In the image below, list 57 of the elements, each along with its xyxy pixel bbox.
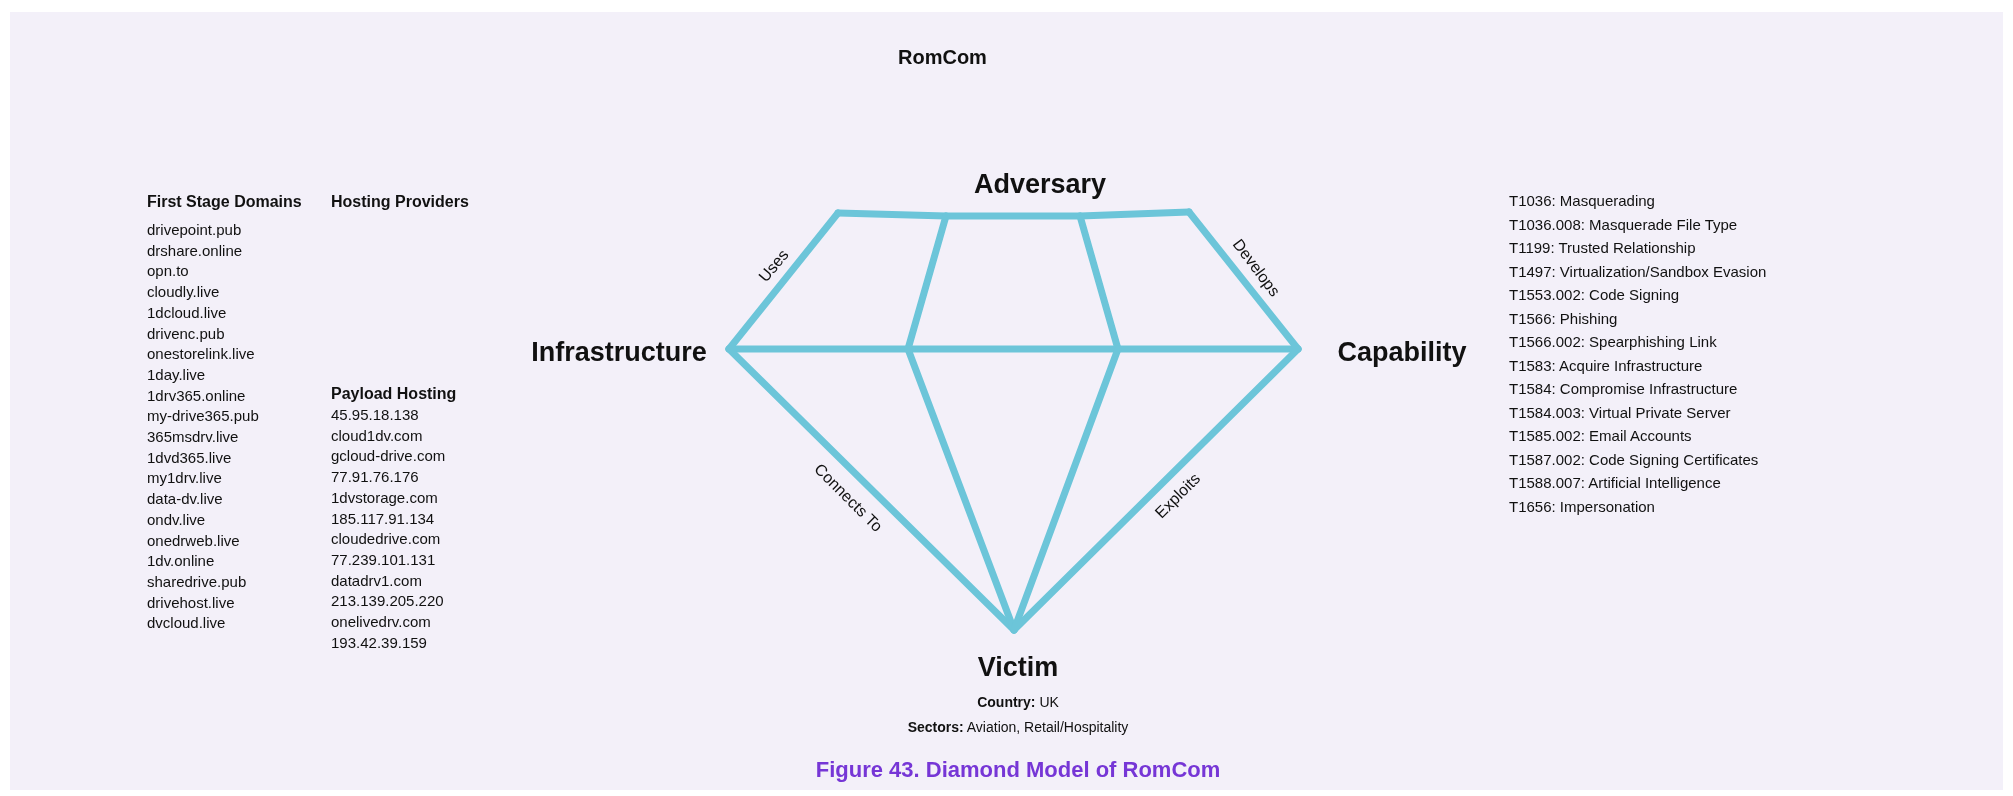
domain-text: cloudly.live <box>147 283 220 301</box>
vertex-title: Capability <box>1337 337 1467 369</box>
domain-text: 1dcloud.live <box>147 303 227 322</box>
host-text: 77.239.101.131 <box>331 550 436 569</box>
domain-text: drshare.online <box>147 241 243 259</box>
host-text: 213.139.205.220 <box>331 592 444 610</box>
technique-text: T1587.002: Code Signing Certificates <box>1509 450 1759 468</box>
host-text: onelivedrv.com <box>331 613 431 631</box>
technique-text: T1036.008: Masquerade File Type <box>1509 215 1738 233</box>
host-text: datadrv1.com <box>331 571 422 589</box>
technique-text: T1584: Compromise Infrastructure <box>1509 380 1738 398</box>
figure-caption: Figure 43. Diamond Model of RomCom <box>815 757 1221 783</box>
technique-text: T1497: Virtualization/Sandbox Evasion <box>1509 262 1767 280</box>
domain-text: drivehost.live <box>147 593 235 611</box>
domain-text: 1dv.online <box>147 552 215 570</box>
domain-text: opn.to <box>147 262 189 280</box>
technique-text: T1566.002: Spearphishing Link <box>1509 333 1717 351</box>
vertex-title: Adversary <box>973 169 1107 201</box>
group-title: RomCom <box>898 46 987 69</box>
host-text: 77.91.76.176 <box>331 468 419 486</box>
domain-text: onedrweb.live <box>147 531 240 549</box>
technique-text: T1199: Trusted Relationship <box>1509 239 1696 257</box>
domain-text: drivepoint.pub <box>147 221 242 239</box>
technique-text: T1553.002: Code Signing <box>1509 286 1680 304</box>
technique-text: T1585.002: Email Accounts <box>1509 427 1692 445</box>
domain-text: 1dvd365.live <box>147 448 232 466</box>
domain-text: 365msdrv.live <box>147 428 239 446</box>
domain-text: sharedrive.pub <box>147 572 247 591</box>
technique-text: T1583: Acquire Infrastructure <box>1509 356 1703 374</box>
technique-text: T1566: Phishing <box>1509 309 1618 327</box>
column-heading: Hosting Providers <box>331 193 469 212</box>
technique-text: T1584.003: Virtual Private Server <box>1509 403 1731 421</box>
domain-text: data-dv.live <box>147 490 223 508</box>
column-heading: Payload Hosting <box>331 385 457 404</box>
domain-text: onestorelink.live <box>147 345 255 363</box>
host-text: 193.42.39.159 <box>331 633 427 651</box>
vertex-title: Victim <box>977 652 1059 684</box>
vertex-title: Infrastructure <box>531 337 707 369</box>
column-heading: First Stage Domains <box>147 193 302 212</box>
technique-text: T1036: Masquerading <box>1509 192 1655 210</box>
host-text: gcloud-drive.com <box>331 447 446 465</box>
domain-text: ondv.live <box>147 510 206 529</box>
host-text: 45.95.18.138 <box>331 406 419 424</box>
technique-text: T1656: Impersonation <box>1509 497 1655 515</box>
technique-text: T1588.007: Artificial Intelligence <box>1509 474 1721 492</box>
victim-detail: Country: UK <box>977 693 1059 711</box>
domain-text: my1drv.live <box>147 469 222 487</box>
domain-text: dvcloud.live <box>147 614 226 632</box>
victim-detail: Sectors: Aviation, Retail/Hospitality <box>907 718 1129 736</box>
host-text: cloud1dv.com <box>331 426 423 444</box>
host-text: 185.117.91.134 <box>331 509 435 527</box>
domain-text: 1day.live <box>147 365 206 384</box>
host-text: 1dvstorage.com <box>331 488 438 507</box>
domain-text: my-drive365.pub <box>147 407 259 425</box>
host-text: cloudedrive.com <box>331 530 441 548</box>
domain-text: 1drv365.online <box>147 386 246 404</box>
domain-text: drivenc.pub <box>147 324 225 342</box>
